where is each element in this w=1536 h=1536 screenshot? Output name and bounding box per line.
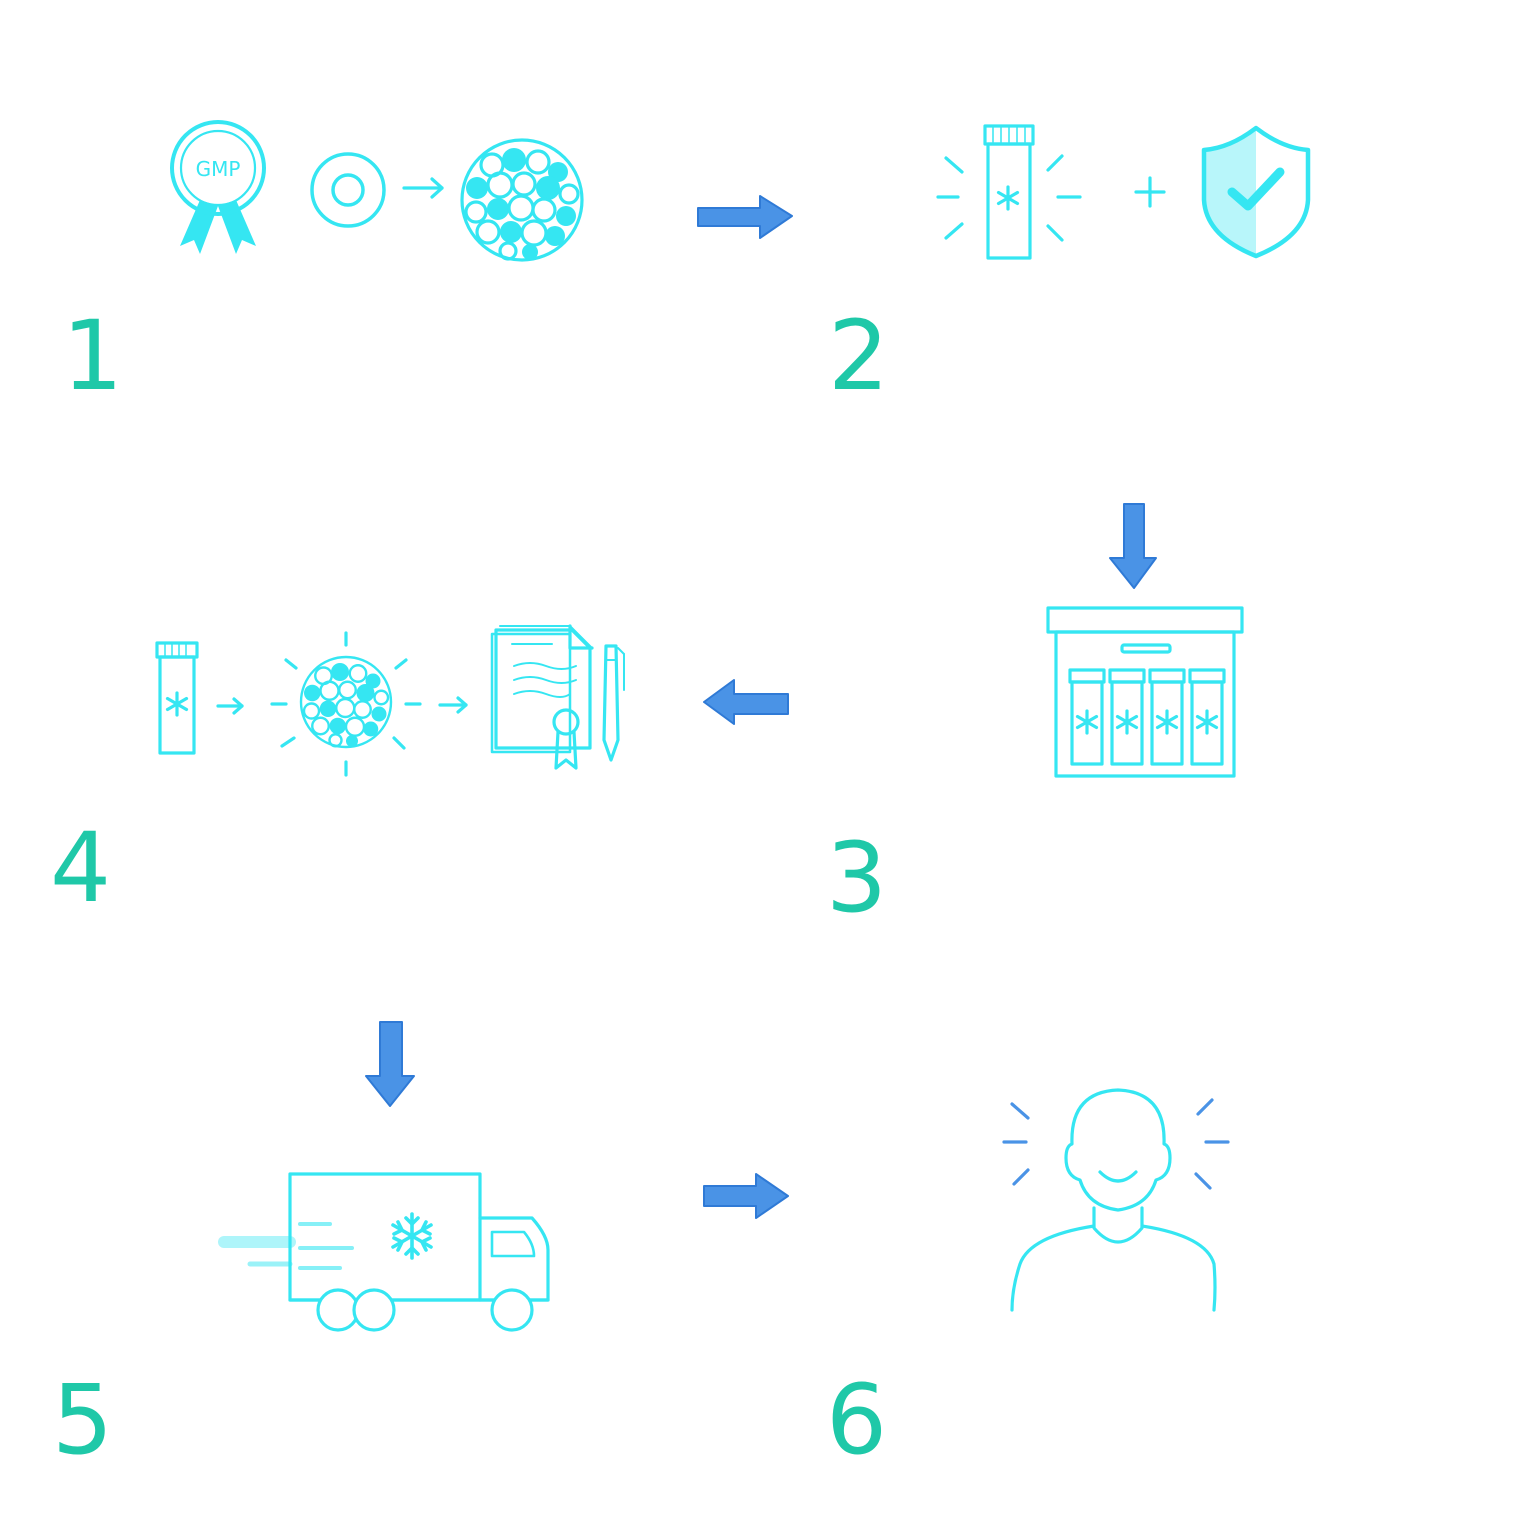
cryo-storage-cabinet-icon bbox=[1046, 606, 1244, 778]
frozen-vial-icon bbox=[155, 641, 199, 755]
arrow-down-icon bbox=[365, 1021, 415, 1107]
step-2-illustration bbox=[936, 124, 1311, 260]
step-number-1: 1 bbox=[62, 300, 124, 412]
flow-arrows bbox=[365, 195, 1157, 1219]
arrow-left-icon bbox=[703, 679, 789, 725]
step-number-5: 5 bbox=[52, 1364, 114, 1476]
step-5-illustration bbox=[218, 1172, 550, 1332]
step-3-illustration bbox=[1046, 606, 1244, 778]
step-4-illustration bbox=[155, 624, 625, 777]
gmp-award-icon: GMP bbox=[170, 120, 266, 254]
step-number-4: 4 bbox=[50, 812, 112, 924]
arrow-thin-icon bbox=[216, 697, 244, 715]
shield-check-icon bbox=[1201, 125, 1311, 259]
arrow-right-icon bbox=[703, 1173, 789, 1219]
happy-person-icon bbox=[1010, 1088, 1217, 1312]
pen-icon bbox=[602, 644, 625, 762]
cell-icon bbox=[310, 152, 386, 228]
arrow-thin-icon bbox=[438, 696, 468, 714]
snowflake-icon bbox=[391, 1212, 433, 1260]
step-number-3: 3 bbox=[826, 822, 888, 934]
step-1-illustration: GMP bbox=[170, 120, 584, 262]
cabinet-vials bbox=[1068, 668, 1226, 766]
step-6-illustration bbox=[1002, 1088, 1230, 1312]
plus-icon bbox=[1134, 176, 1166, 208]
glow-rays bbox=[270, 631, 422, 777]
joy-rays bbox=[1002, 1098, 1230, 1190]
step-number-6: 6 bbox=[826, 1364, 888, 1476]
speed-lines bbox=[218, 1222, 354, 1270]
arrow-down-icon bbox=[1109, 503, 1157, 589]
arrow-thin-icon bbox=[402, 177, 444, 199]
arrow-right-icon bbox=[697, 195, 793, 239]
step-number-2: 2 bbox=[828, 300, 890, 412]
certificate-document-icon bbox=[490, 624, 594, 770]
gmp-badge-text: GMP bbox=[196, 157, 241, 181]
refrigerated-truck-icon bbox=[288, 1172, 550, 1332]
frozen-vial-icon bbox=[936, 124, 1082, 260]
